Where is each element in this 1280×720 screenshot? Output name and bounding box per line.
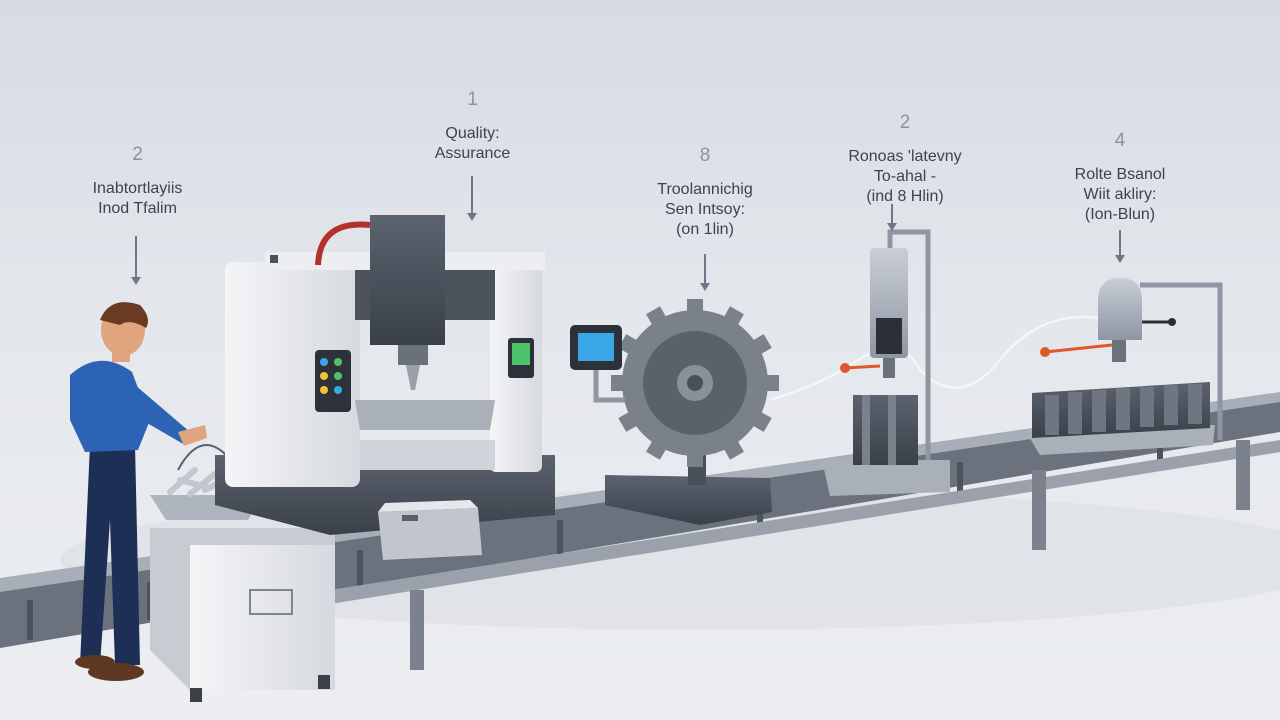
person-icon xyxy=(70,302,207,681)
station-number: 2 xyxy=(899,112,911,133)
station-number: 8 xyxy=(699,145,711,166)
station-label-line: (Ion-Blun) xyxy=(1084,206,1156,223)
station-label-line: Wiit akliry: xyxy=(1083,186,1157,203)
station-label-line: Rolte Bsanol xyxy=(1074,166,1166,183)
station-label-line: To-ahal - xyxy=(873,168,937,185)
station-label-4: 2 Ronoas 'latevny To-ahal - (ind 8 Hlin) xyxy=(825,113,985,207)
station-label-2: 1 Quality: Assurance xyxy=(395,90,550,164)
gear-icon xyxy=(605,299,779,525)
station-label-line: Quality: xyxy=(445,125,500,142)
station-number: 2 xyxy=(132,144,143,165)
monitor-icon xyxy=(570,325,625,403)
station-label-line: Inabtortlayiis xyxy=(92,180,183,197)
station-label-3: 8 Troolannichig Sen Intsoy: (on 1lin) xyxy=(625,146,785,240)
station-label-line: (ind 8 Hlin) xyxy=(866,188,944,205)
press-icon xyxy=(822,229,950,496)
station-label-1: 2 Inabtortlayiis Inod Tfalim xyxy=(55,145,220,219)
station-label-line: Inod Tfalim xyxy=(98,200,177,217)
station-label-5: 4 Rolte Bsanol Wiit akliry: (Ion-Blun) xyxy=(1040,131,1200,225)
station-number: 4 xyxy=(1114,130,1126,151)
down-arrow-icon xyxy=(131,236,141,285)
down-arrow-icon xyxy=(887,204,897,231)
down-arrow-icon xyxy=(467,176,477,221)
station-number: 1 xyxy=(467,89,478,110)
tool-cabinet xyxy=(150,528,335,702)
signal-wire xyxy=(769,315,1101,402)
workpiece-box xyxy=(378,500,482,560)
cnc-machine-icon xyxy=(215,215,555,535)
station-label-line: Sen Intsoy: xyxy=(664,201,746,218)
mold-icon xyxy=(1025,278,1223,455)
station-label-line: Assurance xyxy=(434,145,511,162)
station-label-line: (on 1lin) xyxy=(676,221,734,238)
station-label-line: Troolannichig xyxy=(657,181,753,198)
station-label-line: Ronoas 'latevny xyxy=(848,148,962,165)
down-arrow-icon xyxy=(700,254,710,291)
down-arrow-icon xyxy=(1115,230,1125,263)
